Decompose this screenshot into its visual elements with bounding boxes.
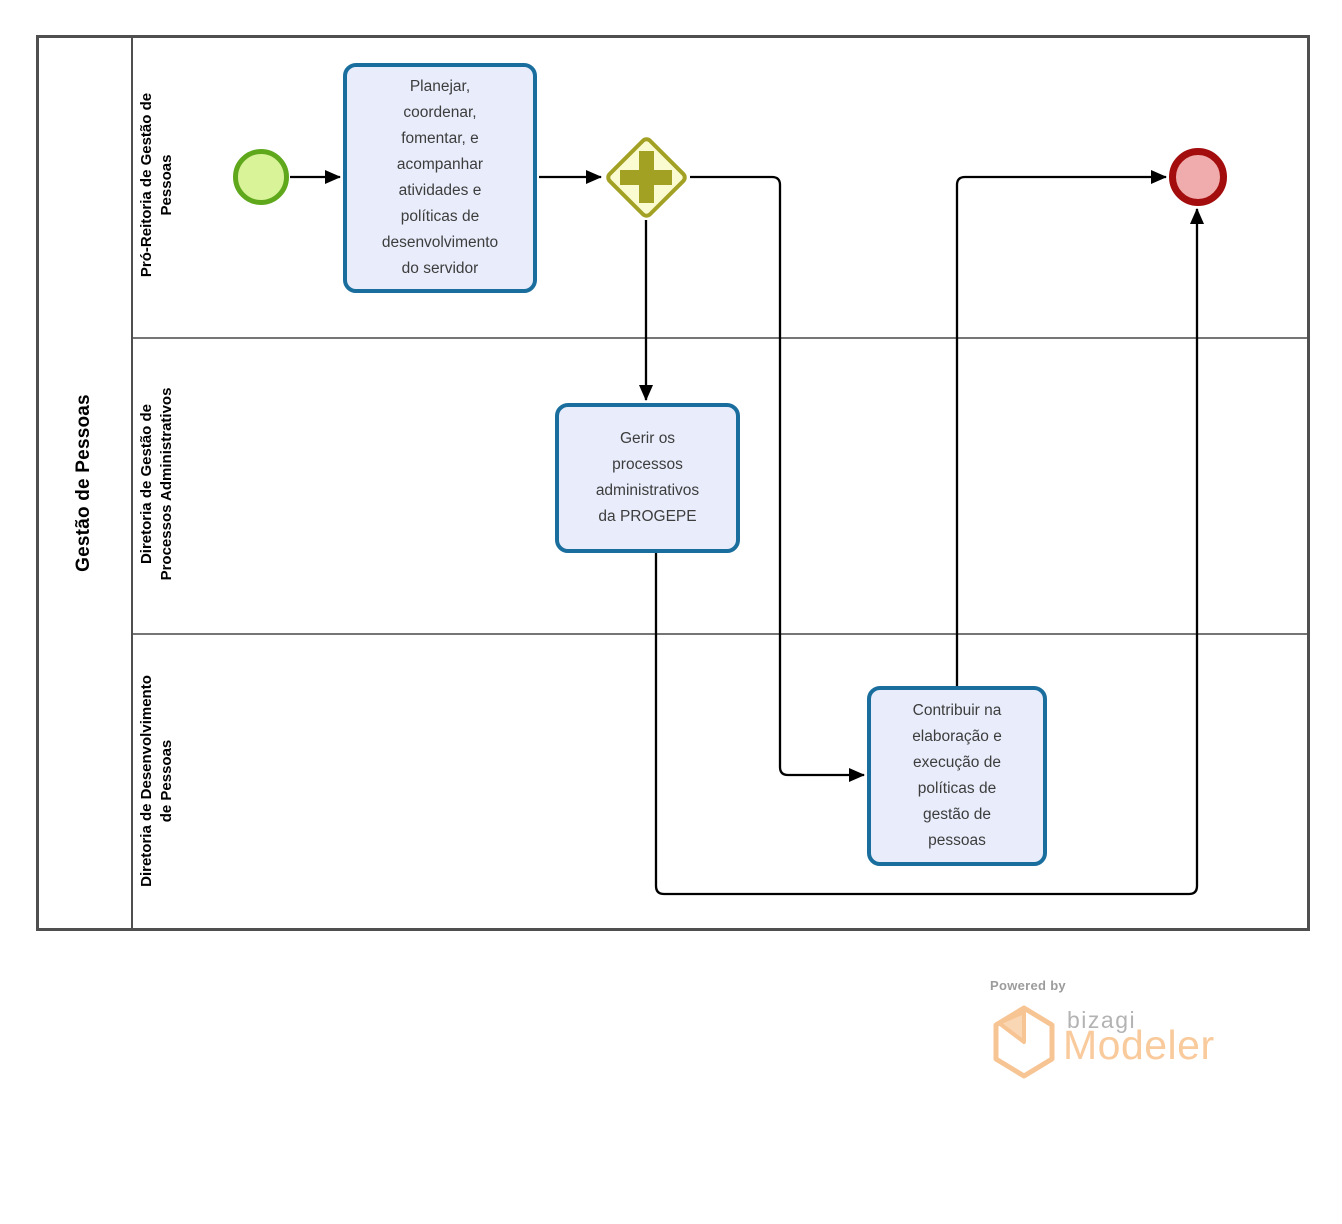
pool-header (39, 38, 133, 928)
lane-label-pro-reitoria: Pró-Reitoria de Gestão de Pessoas (138, 92, 175, 278)
powered-by-label: Powered by (990, 978, 1066, 993)
lane-pro-reitoria (133, 38, 1307, 337)
bizagi-brand-label: bizagi (1067, 1007, 1137, 1033)
task-gerir[interactable]: Gerir os processos administrativos da PR… (555, 403, 740, 553)
task-planejar[interactable]: Planejar, coordenar, fomentar, e acompan… (343, 63, 537, 293)
pool-title: Gestão de Pessoas (73, 394, 94, 572)
lane-label-diretoria-processos: Diretoria de Gestão de Processos Adminis… (138, 387, 175, 581)
bizagi-logo-icon (993, 1005, 1055, 1079)
lane-diretoria-desenvolvimento (133, 633, 1307, 931)
lane-label-diretoria-desenvolvimento: Diretoria de Desenvolvimento de Pessoas (138, 675, 175, 887)
task-contribuir[interactable]: Contribuir na elaboração e execução de p… (867, 686, 1047, 866)
modeler-product-label: Modeler (1063, 1022, 1215, 1068)
end-event[interactable] (1169, 148, 1227, 206)
parallel-gateway-plus-icon (639, 151, 654, 203)
start-event[interactable] (233, 149, 289, 205)
